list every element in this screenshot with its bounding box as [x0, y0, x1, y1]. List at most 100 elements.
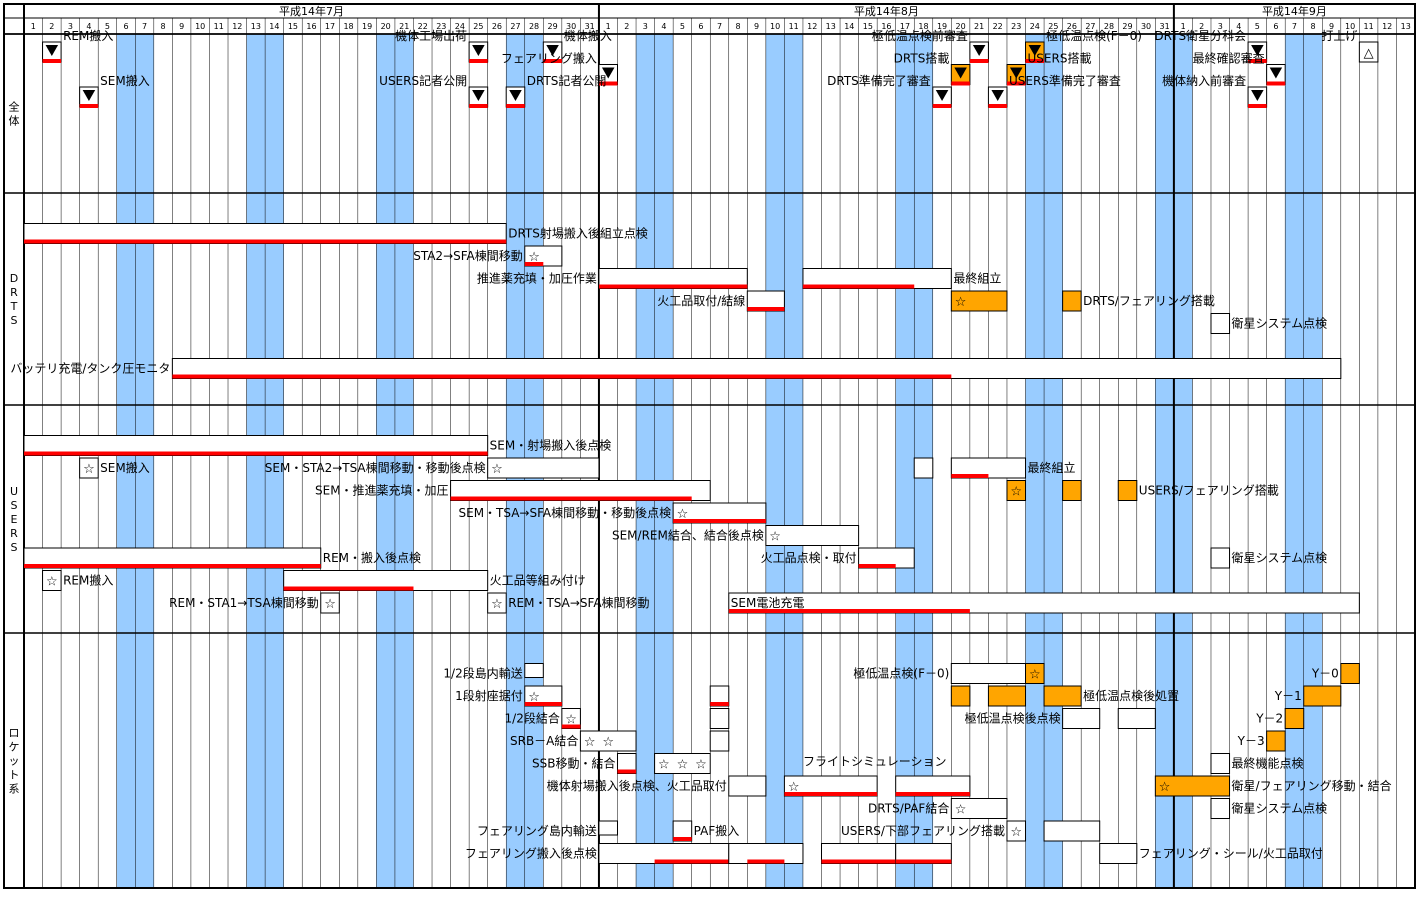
weekend-column	[654, 34, 674, 888]
activity-label: SEM搬入	[100, 460, 150, 475]
plan-bar	[1266, 730, 1286, 752]
star-icon: ☆	[602, 735, 614, 750]
section-label: E	[11, 513, 18, 526]
section-label: S	[11, 314, 18, 327]
day-number: 9	[179, 22, 184, 31]
actual-bar	[617, 769, 637, 774]
activity-label: SEM電池充電	[731, 595, 805, 610]
actual-bar	[450, 496, 692, 501]
milestone-label: USERS記者公開	[379, 73, 467, 88]
day-number: 11	[214, 22, 224, 31]
activity-label: 衛星システム点検	[1232, 317, 1328, 331]
plan-bar	[1062, 480, 1082, 501]
section-label: ロ	[9, 727, 20, 740]
day-number: 13	[826, 22, 836, 31]
milestone-triangle-icon	[972, 45, 986, 56]
activity-label: 火工品点検・取付	[761, 551, 857, 565]
milestone-box	[1358, 41, 1379, 63]
section-label: ッ	[9, 755, 20, 768]
actual-bar	[24, 239, 507, 244]
section-label: R	[10, 286, 18, 299]
activity-label: STA2→SFA棟間移動	[413, 248, 523, 263]
plan-bar	[1154, 775, 1231, 797]
milestone-actual-bar	[42, 59, 62, 63]
day-number: 16	[306, 22, 316, 31]
milestone-actual-bar	[1248, 59, 1267, 63]
day-number: 9	[754, 22, 759, 31]
weekend-column	[394, 34, 414, 888]
weekend-column	[265, 34, 284, 888]
day-number: 7	[142, 22, 147, 31]
section-label: T	[10, 300, 18, 313]
activity-label: SEM・STA2→TSA棟間移動・移動後点検	[265, 460, 486, 475]
milestone-label: DRTS記者公開	[527, 73, 607, 88]
activity-label: REM搬入	[63, 573, 113, 588]
day-number: 2	[49, 22, 54, 31]
activity-label: SEM・TSA→SFA棟間移動・移動後点検	[459, 505, 672, 520]
day-number: 7	[1292, 22, 1297, 31]
actual-bar	[283, 586, 414, 591]
plan-bar	[1043, 685, 1082, 707]
milestone-triangle-icon	[935, 90, 949, 101]
star-icon: ☆	[1029, 668, 1041, 683]
day-number: 1	[31, 22, 36, 31]
day-number: 18	[343, 22, 353, 31]
plan-bar	[1117, 708, 1156, 729]
activity-label: 1段射座据付	[455, 688, 523, 703]
activity-label: 最終組立	[953, 271, 1001, 286]
milestone-triangle-icon	[82, 90, 96, 101]
actual-bar	[673, 837, 692, 841]
day-number: 6	[1273, 22, 1278, 31]
actual-bar	[895, 792, 970, 796]
day-number: 22	[418, 22, 428, 31]
plan-bar	[487, 457, 600, 479]
day-number: 11	[1364, 22, 1374, 31]
plan-bar	[1210, 547, 1231, 569]
activity-label: 衛星/フェアリング移動・結合	[1232, 778, 1392, 793]
milestone-actual-bar	[469, 104, 488, 108]
plan-bar	[1340, 663, 1360, 684]
milestone-triangle-icon	[954, 67, 967, 79]
day-number: 26	[1067, 22, 1077, 31]
day-number: 24	[455, 22, 465, 31]
day-number: 27	[510, 22, 520, 31]
milestone-actual-bar	[951, 81, 970, 86]
activity-label: 極低温点検後点検	[965, 711, 1061, 726]
activity-label: フライトシミュレーション	[803, 755, 947, 769]
weekend-column	[135, 34, 154, 888]
activity-label: REM・TSA→SFA棟間移動	[508, 595, 649, 610]
activity-label: フェアリング・シール/火工品取付	[1139, 847, 1323, 861]
activity-label: フェアリング島内輸送	[477, 823, 597, 838]
day-number: 2	[624, 22, 629, 31]
day-number: 27	[1085, 22, 1095, 31]
section-label: U	[10, 485, 18, 498]
weekend-column	[116, 34, 136, 888]
plan-bar	[654, 753, 711, 774]
day-number: 3	[68, 22, 73, 31]
star-icon: ☆	[491, 597, 503, 612]
day-number: 20	[956, 22, 966, 31]
activity-label: 極低温点検(F－0)	[853, 666, 949, 681]
milestone-actual-bar	[506, 104, 525, 108]
day-number: 31	[1160, 22, 1170, 31]
section-label: ト	[9, 769, 20, 782]
day-number: 17	[900, 22, 910, 31]
star-icon: ☆	[528, 690, 540, 705]
section-label: S	[11, 541, 18, 554]
actual-bar	[24, 451, 488, 456]
day-number: 13	[1401, 22, 1411, 31]
day-number: 29	[1122, 22, 1132, 31]
milestone-actual-bar	[598, 81, 618, 86]
day-number: 5	[1255, 22, 1260, 31]
actual-bar	[858, 564, 896, 568]
milestone-label: USERS準備完了審査	[1009, 73, 1121, 88]
plan-bar	[1303, 685, 1342, 707]
section-label: 全	[9, 100, 20, 114]
day-number: 30	[566, 22, 576, 31]
activity-label: フェアリング搬入後点検	[465, 846, 597, 861]
plan-bar	[728, 775, 767, 797]
plan-bar	[987, 685, 1027, 707]
actual-bar	[654, 859, 729, 864]
actual-bar	[728, 609, 970, 613]
